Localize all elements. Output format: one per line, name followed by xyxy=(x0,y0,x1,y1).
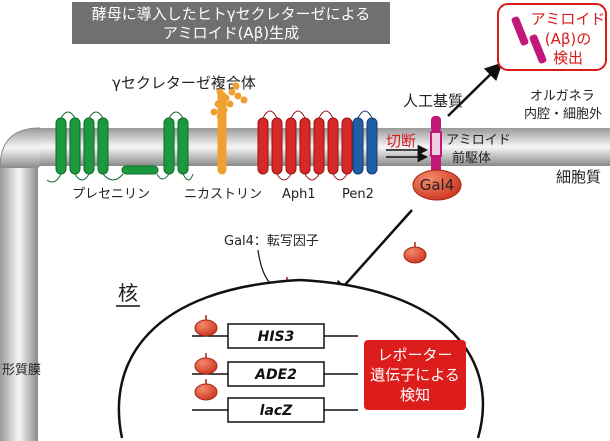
nucleus-label: 核 xyxy=(118,281,138,305)
reporter-line3: 検知 xyxy=(400,386,430,404)
detection-line1: アミロイド xyxy=(531,10,606,28)
gal4-free-1 xyxy=(403,242,427,264)
pen2 xyxy=(352,110,378,175)
artificial-substrate xyxy=(430,116,442,172)
nicastrin xyxy=(210,82,248,175)
cleavage-arrows xyxy=(386,144,429,163)
pen2-label: Pen2 xyxy=(342,187,374,202)
complex-label: γセクレターゼ複合体 xyxy=(112,74,256,92)
title-box: 酵母に導入したヒトγセクレターゼによる アミロイド(Aβ)生成 xyxy=(72,2,390,44)
gal4-label: Gal4 xyxy=(420,176,455,194)
reporter-line2: 遺伝子による xyxy=(370,366,460,384)
nucleus-arrow xyxy=(332,209,413,299)
aph1-label: Aph1 xyxy=(282,187,316,202)
presenilin-label: プレセニリン xyxy=(72,187,150,202)
aph1 xyxy=(257,110,353,181)
detection-line2: (Aβ)の xyxy=(545,30,592,48)
substrate-label: 人工基質 xyxy=(403,92,463,110)
title-line2: アミロイド(Aβ)生成 xyxy=(163,24,299,42)
precursor-line1: アミロイド xyxy=(446,133,511,148)
gene-lacz: lacZ xyxy=(260,403,294,419)
cytoplasm-label: 細胞質 xyxy=(556,168,601,186)
reporter-line1: レポーター xyxy=(377,346,452,364)
gene-his3: HIS3 xyxy=(258,329,295,345)
gene-row-ade2: ADE2 xyxy=(192,353,358,387)
reporter-box: レポーター 遺伝子による 検知 xyxy=(364,340,466,410)
gal4-bound: Gal4 xyxy=(412,169,462,201)
title-line1: 酵母に導入したヒトγセクレターゼによる xyxy=(92,5,370,23)
organelle-line1: オルガネラ xyxy=(530,89,595,104)
nicastrin-label: ニカストリン xyxy=(184,187,262,202)
presenilin xyxy=(46,111,194,183)
gal4-tf-label: Gal4：転写因子 xyxy=(224,234,319,249)
detection-arrow xyxy=(447,62,503,117)
precursor-line2: 前駆体 xyxy=(452,150,491,166)
detection-line3: 検出 xyxy=(553,49,583,67)
gene-row-lacz: lacZ xyxy=(192,379,358,423)
plasma-membrane-label: 形質膜 xyxy=(2,363,41,378)
detection-callout: アミロイド (Aβ)の 検出 xyxy=(497,3,607,71)
gene-row-his3: HIS3 xyxy=(192,315,358,349)
gene-ade2: ADE2 xyxy=(254,367,297,383)
organelle-line2: 内腔・細胞外 xyxy=(524,106,602,122)
cleavage-label: 切断 xyxy=(386,132,416,150)
